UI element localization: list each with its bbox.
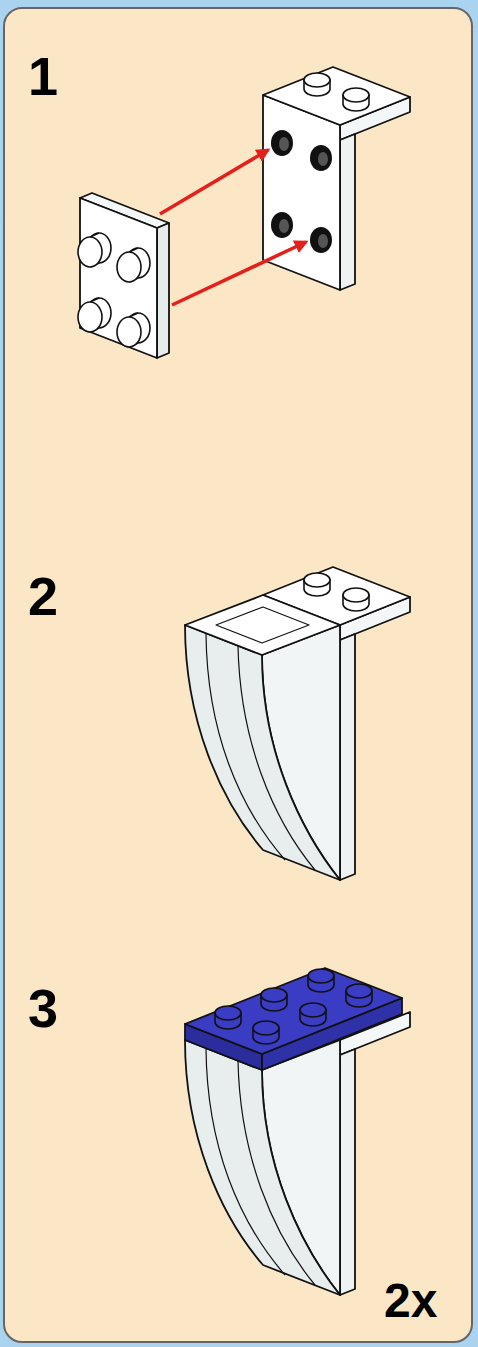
step-1-bracket	[263, 67, 410, 290]
step-number: 2	[28, 564, 58, 629]
quantity-label: 2x	[384, 1272, 437, 1330]
step-1-bracket-studs	[304, 73, 369, 111]
step-2-top	[185, 567, 410, 655]
blue-plate	[185, 968, 402, 1070]
blue-plate-studs	[215, 969, 372, 1044]
bracket-holes	[271, 130, 332, 253]
step-panel	[4, 8, 472, 1342]
step-number: 1	[28, 44, 58, 109]
step-2-studs	[304, 573, 369, 611]
step-1-plate	[80, 193, 169, 358]
step-number: 3	[28, 976, 58, 1041]
step-1-plate-studs	[78, 233, 150, 347]
assembly-arrows	[160, 150, 306, 305]
